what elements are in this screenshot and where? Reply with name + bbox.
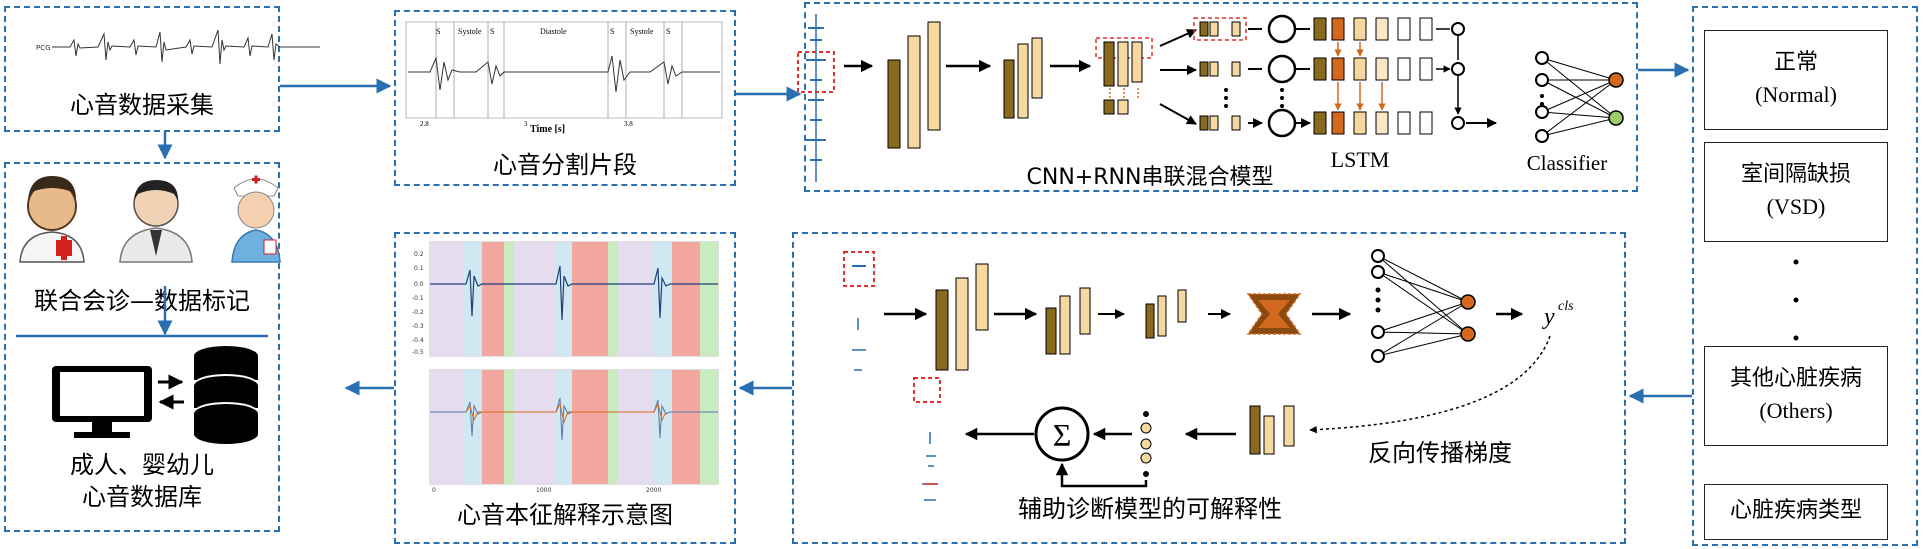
ytick-3: -0.1: [412, 295, 424, 302]
seg-diastole: Diastole: [540, 27, 567, 36]
ytick-6: -0.4: [412, 337, 424, 344]
explain-panel: [394, 232, 736, 544]
seg-xlabel: Time [s]: [530, 124, 565, 135]
explain-axis-ticks: 0.2 0.1 0.0 -0.1 -0.2 -0.3 -0.4 -0.5 0 1…: [412, 251, 661, 494]
sigma-symbol: Σ: [1053, 417, 1072, 453]
input-window-highlight: [797, 51, 835, 93]
class-vsd-cn: 室间隔缺损: [1740, 162, 1851, 187]
seg-tick-mid: 3: [524, 120, 528, 128]
class-others-en: (Others): [1759, 398, 1833, 423]
flow-arrows: [157, 62, 1692, 404]
seg-tick-start: 2.8: [420, 120, 429, 128]
acquisition-label: 心音数据采集: [70, 91, 214, 119]
interpret-diagram: y cls Σ: [843, 249, 1574, 501]
seg-s1b: S: [610, 27, 614, 36]
class-vsd-en: (VSD): [1766, 194, 1826, 219]
xtick-2: 2000: [646, 487, 661, 494]
ytick-5: -0.3: [412, 323, 424, 330]
doctor-icon-1: [19, 176, 85, 263]
model-diagram: [797, 14, 1624, 182]
class-vsd-box: [1704, 142, 1888, 242]
classifier-network: [1535, 51, 1624, 143]
sigma-node: [1034, 406, 1090, 462]
ytick-0: 0.2: [414, 251, 424, 258]
class-normal-cn: 正常: [1773, 50, 1818, 75]
ytick-1: 0.1: [414, 265, 424, 272]
y-cls-superscript: cls: [1558, 299, 1574, 314]
y-cls-symbol: y: [1542, 304, 1555, 330]
explain-label: 心音本征解释示意图: [457, 501, 673, 529]
pcg-waveform: PCG: [36, 29, 320, 65]
classifier-label: Classifier: [1526, 151, 1608, 175]
database-label-line2: 心音数据库: [82, 483, 202, 511]
interpret-label: 辅助诊断模型的可解释性: [1018, 495, 1282, 523]
classes-panel: [1692, 6, 1918, 546]
disease-type-label: 心脏疾病类型: [1729, 498, 1862, 523]
xtick-1: 1000: [536, 487, 551, 494]
lstm-label: LSTM: [1330, 147, 1390, 172]
class-ellipsis: [1793, 259, 1799, 341]
transfer-arrows-icon: [158, 374, 184, 410]
class-others-box: [1704, 346, 1888, 446]
pcg-tag: PCG: [36, 44, 51, 52]
class-normal-box: [1704, 30, 1888, 130]
model-label: CNN+RNN串联混合模型: [1026, 165, 1274, 190]
seg-s1: S: [436, 27, 440, 36]
ytick-2: 0.0: [414, 281, 424, 288]
interpret-panel: [792, 232, 1626, 544]
backprop-label: 反向传播梯度: [1368, 439, 1512, 467]
seg-systole: Systole: [458, 27, 482, 36]
class-normal-en: (Normal): [1755, 82, 1837, 107]
doctor-icon-2: [119, 180, 193, 263]
ytick-4: -0.2: [412, 309, 424, 316]
database-icon: [194, 346, 258, 444]
nurse-icon: [231, 175, 281, 263]
ytick-7: -0.5: [412, 349, 424, 356]
segmentation-label: 心音分割片段: [493, 151, 637, 179]
segmentation-panel: [394, 10, 736, 186]
seg-s2: S: [490, 27, 494, 36]
seg-systole-b: Systole: [630, 27, 654, 36]
acquisition-panel: [4, 6, 280, 132]
segmentation-plot: S Systole S Diastole S Systole S 2.8 3 3…: [405, 21, 723, 135]
seg-tick-end: 3.8: [624, 120, 633, 128]
xtick-0: 0: [432, 487, 436, 494]
seg-s2b: S: [666, 27, 670, 36]
consult-label: 联合会诊—数据标记: [34, 287, 250, 315]
model-panel: [804, 2, 1638, 192]
explain-plot-top: [429, 241, 719, 357]
monitor-icon: [52, 366, 152, 438]
class-others-cn: 其他心脏疾病: [1729, 366, 1862, 391]
database-label-line1: 成人、婴幼儿: [70, 451, 214, 479]
disease-type-box: [1704, 484, 1888, 540]
explain-plot-bottom: [429, 369, 719, 485]
consult-database-panel: [4, 162, 280, 532]
